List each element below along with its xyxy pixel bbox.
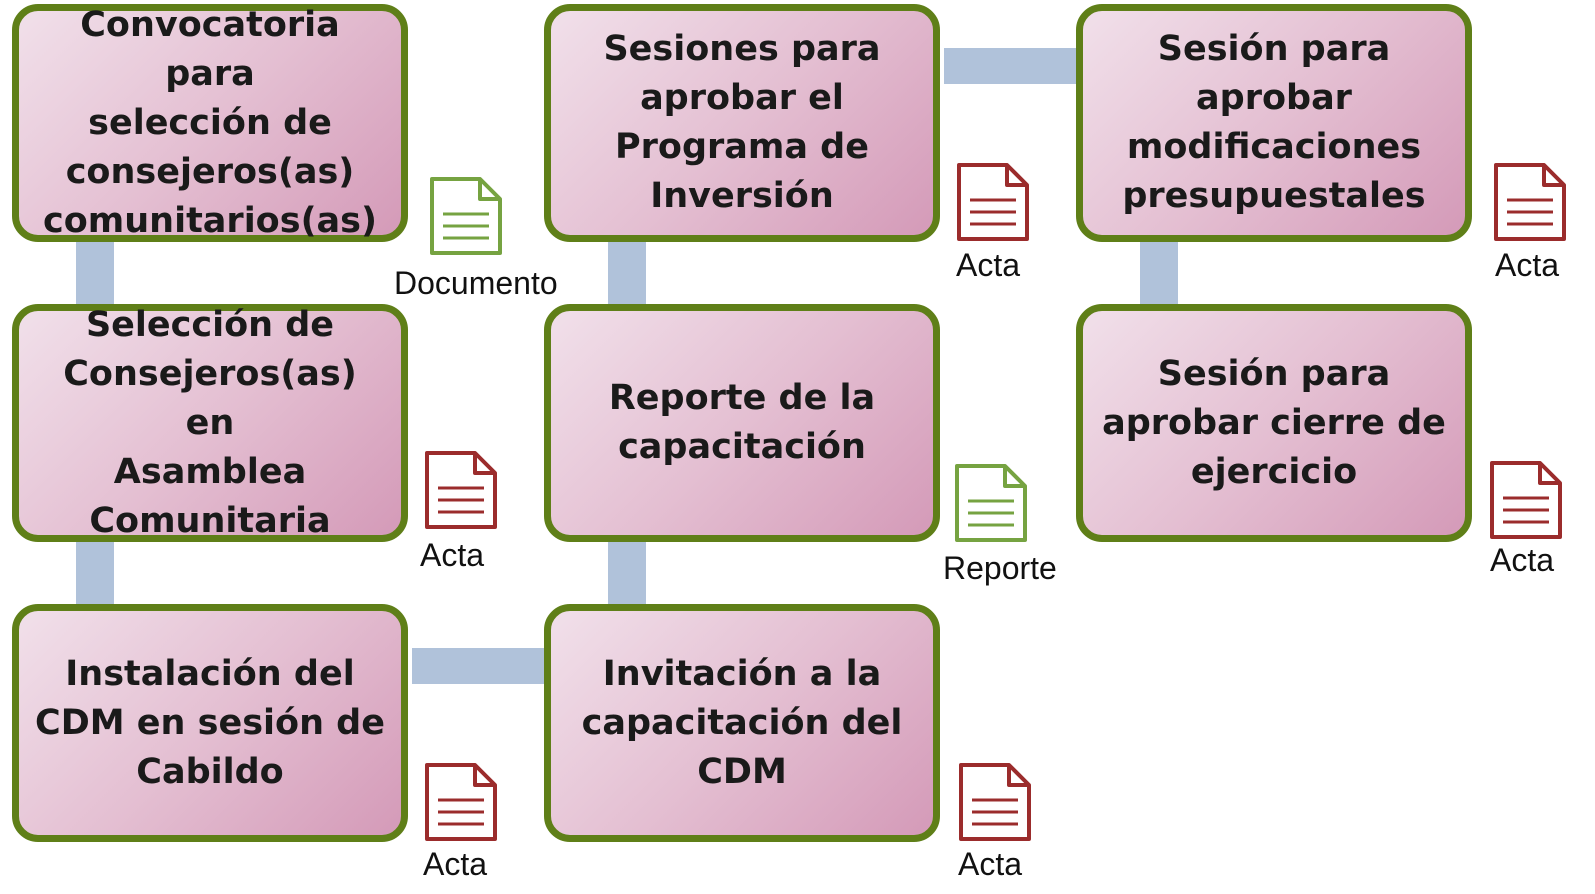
document-icon bbox=[428, 176, 504, 256]
step-label: Invitación a la capacitación del CDM bbox=[581, 653, 903, 792]
step-label: Sesión para aprobar cierre de ejercicio bbox=[1102, 353, 1446, 492]
connector-1-2 bbox=[76, 242, 114, 312]
step-label: Convocatoria para selección de consejero… bbox=[42, 4, 378, 241]
output-caption: Documento bbox=[394, 265, 558, 301]
acta-icon bbox=[957, 762, 1033, 842]
acta-icon bbox=[1492, 162, 1568, 242]
acta-icon bbox=[423, 450, 499, 530]
step-label: Selección de Consejeros(as) en Asamblea … bbox=[63, 304, 357, 541]
acta-icon bbox=[1488, 460, 1564, 540]
step-box-reporte: Reporte de la capacitación bbox=[544, 304, 940, 542]
acta-icon bbox=[423, 762, 499, 842]
connector-2-3 bbox=[76, 542, 114, 612]
step-box-convocatoria: Convocatoria para selección de consejero… bbox=[12, 4, 408, 242]
step-label: Reporte de la capacitación bbox=[608, 378, 876, 467]
step-box-seleccion: Selección de Consejeros(as) en Asamblea … bbox=[12, 304, 408, 542]
step-box-programa-inversion: Sesiones para aprobar el Programa de Inv… bbox=[544, 4, 940, 242]
step-label: Sesiones para aprobar el Programa de Inv… bbox=[603, 29, 881, 216]
output-caption: Acta bbox=[420, 537, 485, 573]
connector-5-6 bbox=[608, 242, 646, 312]
output-caption: Acta bbox=[956, 247, 1021, 283]
output-caption: Acta bbox=[1490, 542, 1555, 578]
step-box-modificaciones: Sesión para aprobar modificaciones presu… bbox=[1076, 4, 1472, 242]
connector-6-7 bbox=[944, 48, 1080, 84]
step-label: Sesión para aprobar modificaciones presu… bbox=[1122, 29, 1426, 216]
connector-7-8 bbox=[1140, 242, 1178, 312]
connector-3-4 bbox=[412, 648, 548, 684]
document-icon bbox=[953, 463, 1029, 543]
step-box-instalacion: Instalación del CDM en sesión de Cabildo bbox=[12, 604, 408, 842]
output-caption: Reporte bbox=[943, 550, 1057, 586]
connector-4-5 bbox=[608, 542, 646, 612]
acta-icon bbox=[955, 162, 1031, 242]
step-label: Instalación del CDM en sesión de Cabildo bbox=[35, 653, 385, 792]
output-caption: Acta bbox=[1495, 247, 1560, 283]
output-caption: Acta bbox=[423, 846, 488, 882]
step-box-invitacion: Invitación a la capacitación del CDM bbox=[544, 604, 940, 842]
step-box-cierre-ejercicio: Sesión para aprobar cierre de ejercicio bbox=[1076, 304, 1472, 542]
output-caption: Acta bbox=[958, 846, 1023, 882]
